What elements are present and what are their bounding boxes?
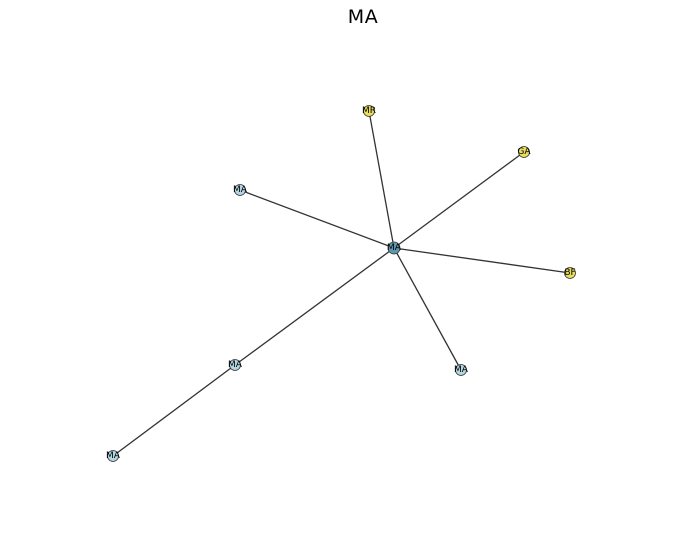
node-circle-ma-c [229,359,241,371]
edge-ma-c-ma-d [112,364,236,457]
node-label-ma-d: MA [106,451,121,461]
node-circle-center [387,241,401,255]
edge-center-ma-b [393,247,462,371]
node-ma-b: MA [454,364,469,376]
node-circle-ma-d [107,450,119,462]
node-ma-d: MA [106,450,121,462]
node-label-mr: MR [362,106,376,116]
node-center: MA [387,241,402,255]
edge-center-ma-a [239,189,395,249]
node-label-bf: BF [564,268,575,278]
graph-title: MA [347,6,379,28]
node-mr: MR [362,105,376,117]
node-layer: MA MR GA BF MA MA MA MA [106,105,576,462]
edge-center-bf [393,247,571,274]
node-circle-ma-b [455,364,467,376]
node-ma-a: MA [233,184,248,196]
edge-center-ga [393,151,525,249]
node-bf: BF [564,267,576,279]
node-circle-ma-a [234,184,246,196]
node-circle-bf [564,267,576,279]
edge-center-ma-c [234,247,395,366]
node-ga: GA [517,146,531,158]
node-label-ma-c: MA [228,360,243,370]
edge-center-mr [368,110,395,249]
node-label-ma-a: MA [233,185,248,195]
node-label-ma-b: MA [454,365,469,375]
node-circle-mr [363,105,375,117]
edge-layer [112,110,571,457]
node-ma-c: MA [228,359,243,371]
node-label-center: MA [387,243,402,253]
node-circle-ga [518,146,530,158]
node-label-ga: GA [517,147,531,157]
